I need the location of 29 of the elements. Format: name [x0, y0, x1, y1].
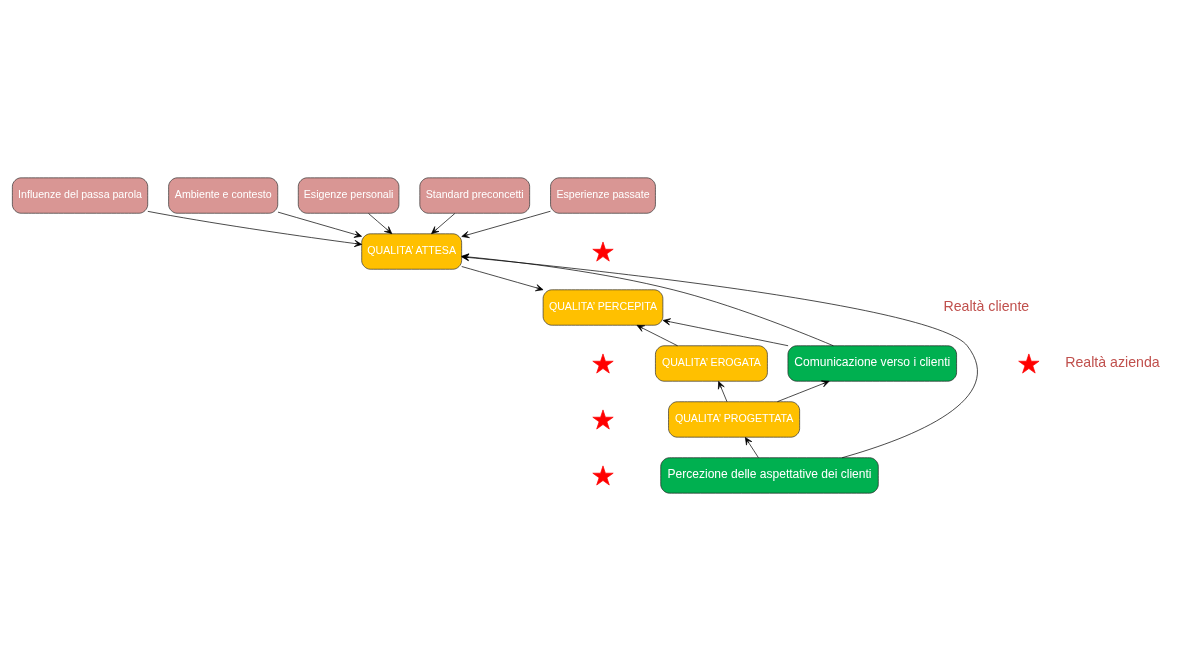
node-box: Percezione delle aspettative dei clienti: [660, 457, 879, 494]
arrow: [368, 213, 393, 235]
node-box: Comunicazione verso i clienti: [787, 345, 957, 382]
arrow: [461, 266, 544, 292]
node-star: [592, 409, 614, 430]
node-box: QUALITA’ ATTESA: [361, 233, 462, 270]
arrow: [636, 324, 678, 347]
arrow: [431, 213, 456, 235]
arrow: [147, 210, 363, 248]
node-star: [1018, 353, 1040, 374]
node-box: Standard preconcetti: [419, 177, 530, 214]
arrow: [718, 381, 728, 402]
arrow: [777, 380, 830, 402]
label: Realtà cliente: [943, 298, 1030, 315]
arrow: [277, 211, 362, 238]
arrow: [662, 318, 789, 347]
node-box: Influenze del passa parola: [12, 177, 149, 214]
node-box: Esperienze passate: [550, 177, 656, 214]
node-box: QUALITA’ EROGATA: [655, 345, 768, 382]
arrow: [744, 437, 759, 458]
node-star: [592, 241, 614, 262]
node-star: [592, 465, 614, 486]
node-box: QUALITA’ PERCEPITA: [542, 289, 664, 326]
label: Realtà azienda: [1065, 354, 1160, 371]
node-box: Esigenze personali: [297, 177, 400, 214]
node-box: QUALITA’ PROGETTATA: [668, 401, 800, 438]
arrow: [461, 210, 551, 238]
node-star: [592, 353, 614, 374]
node-box: Ambiente e contesto: [168, 177, 279, 214]
